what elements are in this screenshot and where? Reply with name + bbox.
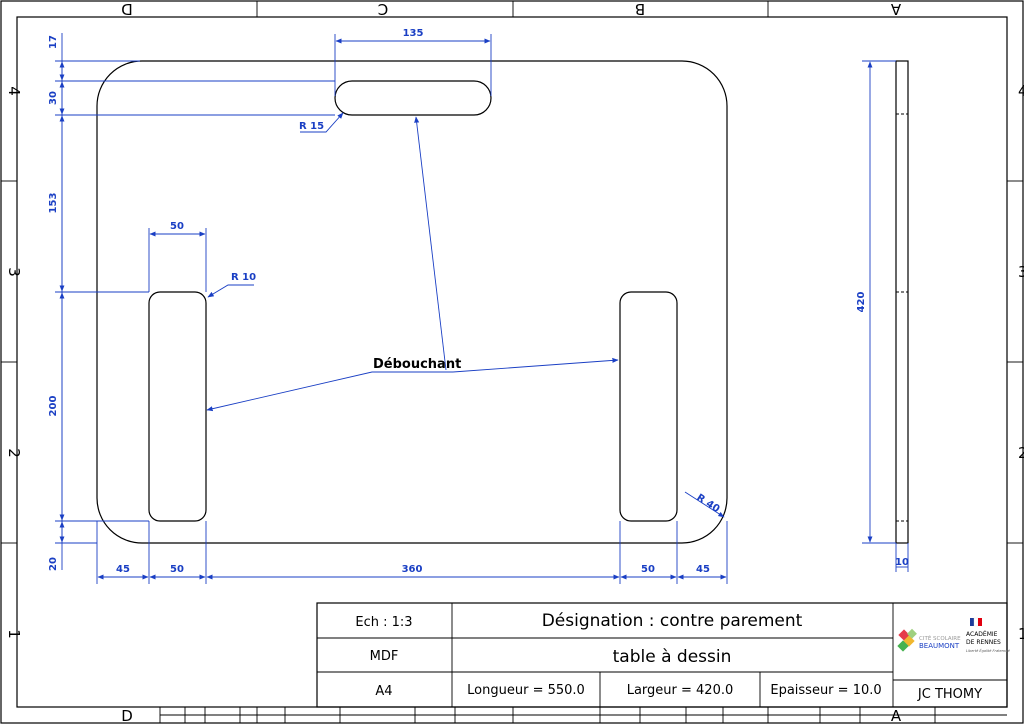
dim-bottom-45-right: 45 <box>696 564 710 575</box>
left-hole <box>148 291 207 522</box>
logo-school-line2: BEAUMONT <box>919 642 960 650</box>
right-hole <box>619 291 678 522</box>
dim-bottom-45-left: 45 <box>116 564 130 575</box>
part-side-view <box>895 60 909 544</box>
title-scale: Ech : 1:3 <box>355 615 412 630</box>
zone-col-d-top: D <box>121 0 133 18</box>
zone-col-c-top: C <box>378 0 388 18</box>
zone-row-1-left: 1 <box>5 629 23 639</box>
school-logo: CITÉ SCOLAIRE BEAUMONT <box>897 628 961 652</box>
dim-side-height: 420 <box>856 292 867 313</box>
title-length: Longueur = 550.0 <box>467 683 585 698</box>
zone-row-2-left: 2 <box>5 448 23 458</box>
zone-row-3-right: 3 <box>1018 263 1024 281</box>
zone-row-4-right: 4 <box>1018 82 1024 100</box>
title-material: MDF <box>370 649 399 664</box>
zone-labels: D C B A D A 4 3 2 1 4 3 2 1 <box>5 0 1024 724</box>
panel-outline <box>96 60 728 544</box>
logo-school-line1: CITÉ SCOLAIRE <box>919 634 961 642</box>
bottom-grid-strip <box>159 707 1007 723</box>
logo-academy-line1: ACADÉMIE <box>966 630 998 638</box>
dimensions: 135 17 30 153 200 20 R 15 50 R 10 R 40 <box>48 28 909 584</box>
zone-col-b-top: B <box>635 0 645 18</box>
dim-bottom-margin: 20 <box>48 557 59 571</box>
dim-slot-height: 30 <box>48 91 59 105</box>
logo-academy-motto: Liberté Égalité Fraternité <box>966 648 1011 653</box>
zone-row-3-left: 3 <box>5 267 23 277</box>
zone-row-2-right: 2 <box>1018 444 1024 462</box>
title-width: Largeur = 420.0 <box>627 683 734 698</box>
title-thickness: Epaisseur = 10.0 <box>770 683 881 698</box>
dim-hole-height: 200 <box>48 396 59 417</box>
zone-col-d-bottom: D <box>121 707 133 724</box>
dim-slot-radius: R 15 <box>299 121 324 132</box>
annotation-label: Débouchant <box>373 357 461 372</box>
dim-left-span: 153 <box>48 193 59 214</box>
title-format: A4 <box>375 684 392 699</box>
through-hole-annotation: Débouchant <box>206 116 619 412</box>
part-front-view <box>96 60 728 544</box>
logo-academy-line2: DE RENNES <box>966 639 1001 646</box>
dim-slot-width: 135 <box>403 28 424 39</box>
dim-side-thickness: 10 <box>895 557 909 568</box>
dim-hole-radius: R 10 <box>231 272 256 283</box>
dim-top-margin: 17 <box>48 35 59 49</box>
title-author: JC THOMY <box>917 687 982 702</box>
dim-corner-radius: R 40 <box>694 492 721 515</box>
title-block: Ech : 1:3 MDF A4 Désignation : contre pa… <box>316 602 1011 708</box>
zone-col-a-top: A <box>890 0 901 18</box>
dim-bottom-50-right: 50 <box>641 564 655 575</box>
zone-row-1-right: 1 <box>1018 625 1024 643</box>
zone-col-a-bottom: A <box>891 707 902 724</box>
dim-bottom-50-left: 50 <box>170 564 184 575</box>
academy-logo: ACADÉMIE DE RENNES Liberté Égalité Frate… <box>966 617 1011 653</box>
zone-row-4-left: 4 <box>5 86 23 96</box>
top-slot <box>334 80 492 116</box>
dim-bottom-360: 360 <box>402 564 423 575</box>
side-outline <box>895 60 909 544</box>
title-designation: Désignation : contre parement <box>542 611 803 631</box>
dim-hole-width: 50 <box>170 221 184 232</box>
title-subtitle: table à dessin <box>613 647 732 667</box>
